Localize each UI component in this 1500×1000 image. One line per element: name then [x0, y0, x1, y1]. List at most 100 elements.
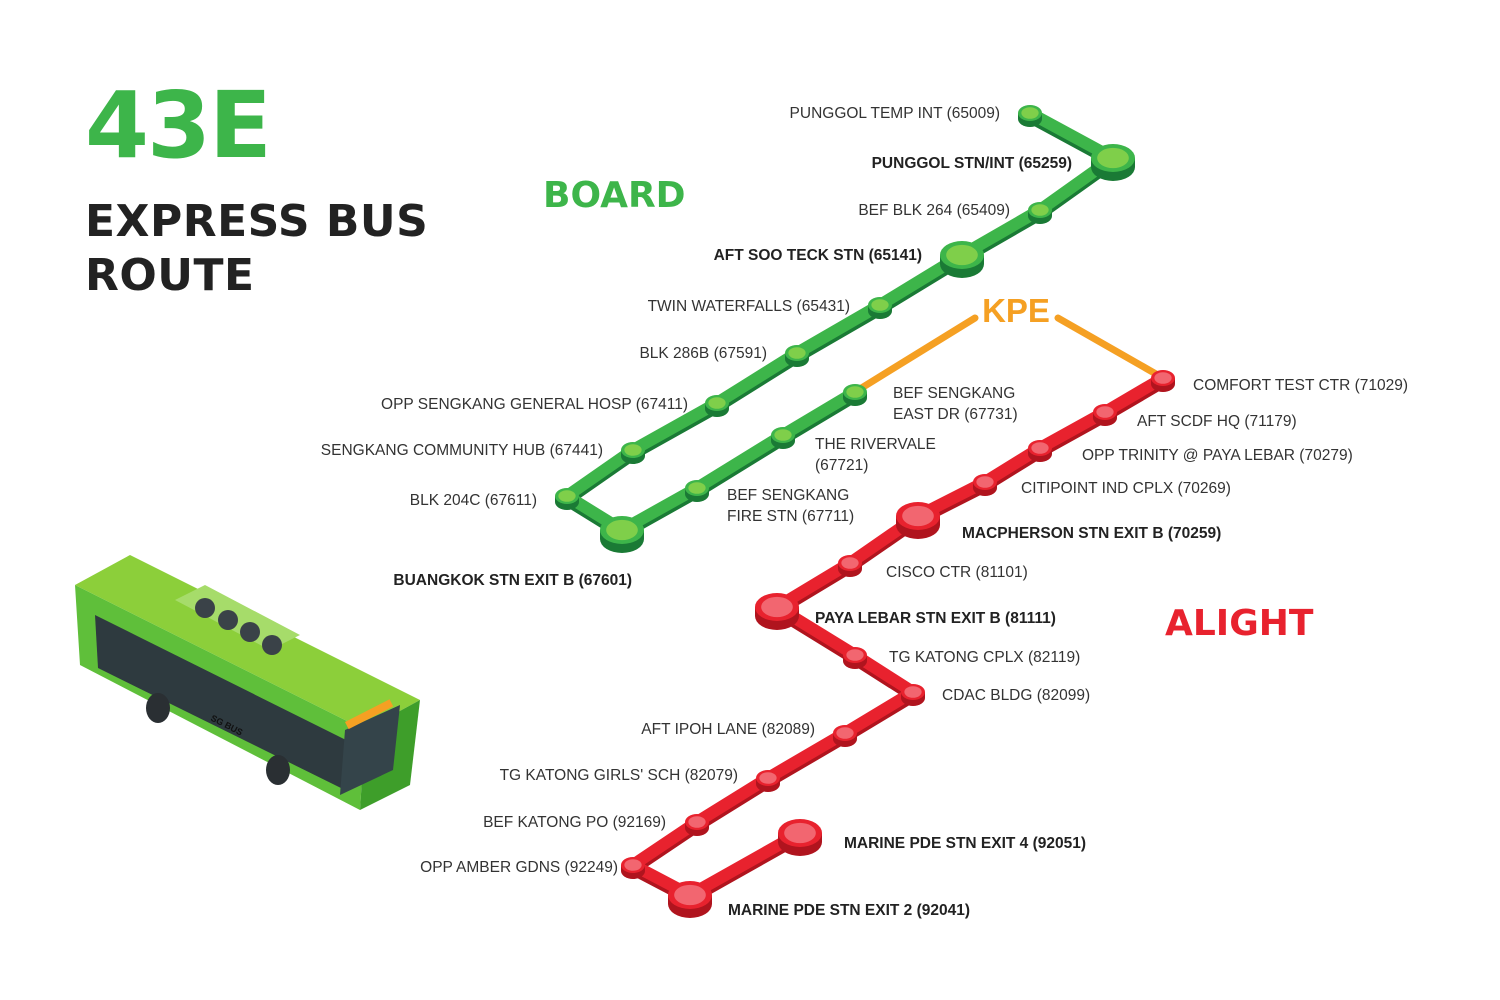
board-stop-label: BLK 286B (67591) [639, 345, 767, 362]
board-stop-marker [1028, 202, 1052, 224]
board-label: BOARD [543, 175, 686, 216]
board-stop-label-line: BEF SENGKANG [727, 487, 849, 504]
board-stop-label: PUNGGOL STN/INT (65259) [872, 155, 1072, 172]
board-stop-marker [771, 427, 795, 449]
alight-stop-marker [621, 857, 645, 879]
board-stop-highlight [788, 347, 806, 359]
alight-stop-label: MARINE PDE STN EXIT 2 (92041) [728, 902, 970, 919]
bus-wheel-icon [146, 693, 170, 723]
bus-illustration: SG BUS [75, 555, 420, 810]
board-stop-label-line: EAST DR (67731) [893, 406, 1018, 423]
alight-stop-highlight [759, 772, 777, 784]
alight-stop-label: COMFORT TEST CTR (71029) [1193, 377, 1408, 394]
alight-stop-label: OPP AMBER GDNS (92249) [420, 859, 618, 876]
board-stop-highlight [1031, 204, 1049, 216]
board-stop-label: PUNGGOL TEMP INT (65009) [790, 105, 1000, 122]
board-stop-label: BEF SENGKANG EAST DR (67731) [893, 385, 1018, 423]
route-number: 43E [85, 72, 272, 179]
board-stop-highlight [774, 429, 792, 441]
board-stop-marker [685, 480, 709, 502]
alight-stop-label: AFT IPOH LANE (82089) [641, 721, 815, 738]
board-stop-label: BLK 204C (67611) [410, 492, 537, 509]
alight-stop-label: CITIPOINT IND CPLX (70269) [1021, 480, 1231, 497]
bus-roof [75, 555, 420, 730]
roof-vent-icon [262, 635, 282, 655]
board-stop-highlight [946, 244, 978, 266]
alight-stop-label: AFT SCDF HQ (71179) [1137, 413, 1297, 430]
alight-stop-highlight [1031, 442, 1049, 454]
board-stop-label: THE RIVERVALE (67721) [815, 436, 936, 474]
alight-stop-label: CISCO CTR (81101) [886, 564, 1028, 581]
board-stop-label: BUANGKOK STN EXIT B (67601) [393, 572, 632, 589]
board-stop-marker [555, 488, 579, 510]
alight-stop-label: BEF KATONG PO (92169) [483, 814, 666, 831]
route-subtitle-line1: EXPRESS BUS [85, 196, 429, 247]
roof-vent-icon [240, 622, 260, 642]
alight-stop-highlight [841, 557, 859, 569]
alight-stop-marker [778, 819, 822, 856]
bus-wheel-icon [266, 755, 290, 785]
alight-stop-marker [833, 725, 857, 747]
board-stop-label: AFT SOO TECK STN (65141) [714, 247, 922, 264]
alight-stop-highlight [836, 727, 854, 739]
board-stop-marker [600, 516, 644, 553]
board-stop-marker [940, 241, 984, 278]
alight-stop-label: TG KATONG CPLX (82119) [889, 649, 1080, 666]
kpe-label: KPE [982, 292, 1050, 329]
alight-stop-marker [668, 881, 712, 918]
board-stop-label-line: THE RIVERVALE [815, 436, 936, 453]
kpe-line-east [1054, 314, 1167, 382]
alight-stop-highlight [624, 859, 642, 871]
board-stop-marker [705, 395, 729, 417]
alight-stop-marker [843, 647, 867, 669]
alight-stop-highlight [1096, 406, 1114, 418]
alight-stop-marker [1093, 404, 1117, 426]
alight-stop-label: TG KATONG GIRLS' SCH (82079) [500, 767, 738, 784]
board-stop-label-line: (67721) [815, 457, 868, 474]
alight-stop-marker [838, 555, 862, 577]
board-stop-label: OPP SENGKANG GENERAL HOSP (67411) [381, 396, 688, 413]
bus-windscreen [340, 705, 400, 795]
board-stop-label-line: FIRE STN (67711) [727, 508, 854, 525]
board-stop-highlight [708, 397, 726, 409]
board-stop-marker [621, 442, 645, 464]
alight-stop-highlight [761, 596, 793, 618]
alight-stop-highlight [976, 476, 994, 488]
board-stop-marker [1018, 105, 1042, 127]
alight-stop-label: CDAC BLDG (82099) [942, 687, 1090, 704]
alight-stop-marker [901, 684, 925, 706]
board-stop-highlight [688, 482, 706, 494]
alight-stop-marker [1151, 370, 1175, 392]
alight-stop-label: MACPHERSON STN EXIT B (70259) [962, 525, 1221, 542]
alight-stop-marker [755, 593, 799, 630]
board-stop-marker [843, 384, 867, 406]
board-stop-label: BEF SENGKANG FIRE STN (67711) [727, 487, 854, 525]
board-stop-highlight [871, 299, 889, 311]
alight-stop-label: OPP TRINITY @ PAYA LEBAR (70279) [1082, 447, 1353, 464]
alight-stop-marker [1028, 440, 1052, 462]
board-stop-label: SENGKANG COMMUNITY HUB (67441) [321, 442, 603, 459]
alight-label: ALIGHT [1165, 603, 1314, 644]
board-stop-highlight [606, 519, 638, 541]
alight-stop-highlight [846, 649, 864, 661]
alight-stop-marker [973, 474, 997, 496]
board-stop-marker [1091, 144, 1135, 181]
roof-vent-icon [195, 598, 215, 618]
bus-destination-display [345, 699, 394, 730]
board-stop-label: TWIN WATERFALLS (65431) [648, 298, 850, 315]
alight-stop-highlight [902, 505, 934, 527]
board-stop-highlight [1097, 147, 1129, 169]
board-stop-highlight [846, 386, 864, 398]
alight-stop-label: MARINE PDE STN EXIT 4 (92051) [844, 835, 1086, 852]
kpe-line-west [851, 314, 979, 396]
alight-stop-highlight [1154, 372, 1172, 384]
board-stop-marker [868, 297, 892, 319]
board-stop-label: BEF BLK 264 (65409) [858, 202, 1010, 219]
alight-stop-marker [756, 770, 780, 792]
alight-stop-label: PAYA LEBAR STN EXIT B (81111) [815, 610, 1056, 627]
alight-stop-marker [685, 814, 709, 836]
board-stop-highlight [558, 490, 576, 502]
alight-stop-marker [896, 502, 940, 539]
board-stop-label-line: BEF SENGKANG [893, 385, 1015, 402]
